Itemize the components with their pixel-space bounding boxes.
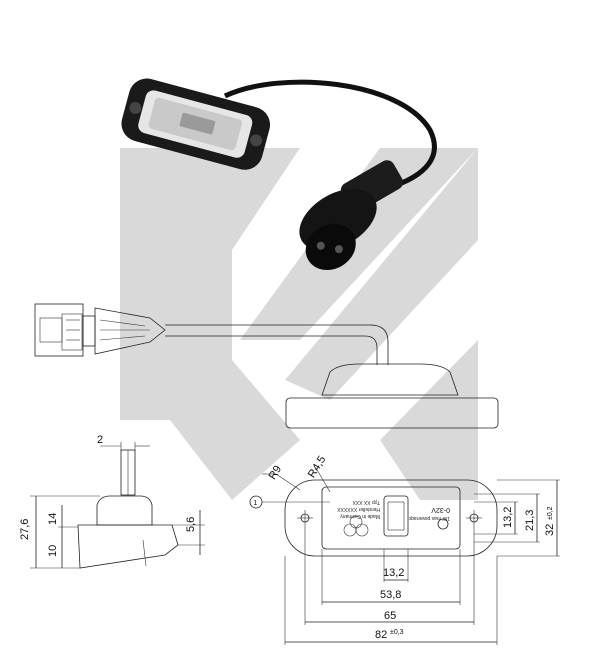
- connector-pin-1: [316, 241, 325, 250]
- r9-leader: [275, 473, 301, 491]
- dim-27-6-label: 27,6: [19, 519, 31, 540]
- lamp-housing: [121, 78, 271, 170]
- dim-10-label: 10: [47, 545, 59, 557]
- side-connector-latch: [39, 317, 63, 343]
- front-label-plate: [321, 486, 461, 550]
- front-socket: [383, 495, 409, 537]
- lamp-connector: [299, 160, 403, 270]
- front-ce-mark: [437, 518, 449, 530]
- watermark-left-bar: [120, 148, 232, 420]
- dim-14-label: 14: [47, 513, 59, 525]
- watermark-lower-wedge: [170, 360, 300, 500]
- front-view: Made in Germany Hersteller XXXXXX Typ XX…: [249, 454, 560, 645]
- side-cable-boot: [94, 307, 166, 355]
- label-line-5: 1W max poweraqc: [408, 515, 450, 521]
- front-label-text: Made in Germany Hersteller XXXXXX Typ XX…: [337, 499, 380, 519]
- dim-5-6-label: 5,6: [185, 517, 197, 532]
- dim-13-2-v-label: 13,2: [502, 507, 514, 528]
- side-connector-collar: [82, 315, 96, 347]
- connector-pin-2: [334, 245, 343, 254]
- side-cable-bottom: [165, 335, 378, 365]
- label-line-2: Hersteller XXXXXX: [337, 506, 380, 512]
- watermark-diagonal-upper: [240, 148, 478, 340]
- side-cable-top: [165, 324, 389, 365]
- r45-label: R4,5: [306, 454, 328, 480]
- dim-13-2-h-label: 13,2: [383, 567, 404, 579]
- connector-face: [305, 223, 356, 270]
- left-side-view: 2 27,6 14 10 5,6: [19, 434, 205, 569]
- label-line-1: Made in Germany: [340, 513, 380, 519]
- label-line-3: Typ XX XXX: [352, 499, 380, 505]
- watermark-diagonal-band: [285, 148, 478, 400]
- callout-1-number: 1: [254, 500, 258, 507]
- lamp-screw-right: [250, 134, 263, 147]
- dim-53-8-label: 53,8: [380, 589, 401, 601]
- lamp-screw-left: [129, 101, 142, 114]
- watermark-lower-right: [380, 340, 478, 500]
- front-outer-body: [284, 479, 498, 557]
- lamp-bulb: [179, 112, 216, 135]
- front-symbol-1: [343, 523, 357, 537]
- dim-65-label: 65: [384, 610, 396, 622]
- watermark-upper-wedge: [232, 148, 300, 250]
- side-boot-wire: [99, 335, 146, 341]
- side-housing-base: [77, 524, 179, 569]
- dim-2-label: 2: [97, 434, 103, 446]
- product-photo: [121, 78, 437, 270]
- side-boot-wire: [99, 319, 146, 327]
- dim-82-tolerance: ±0,3: [390, 629, 404, 636]
- side-housing-upper: [96, 495, 153, 526]
- front-symbol-2: [355, 523, 369, 537]
- side-lamp-housing: [321, 363, 459, 396]
- front-symbol-3: [349, 515, 363, 529]
- label-line-4: 0-32V: [431, 506, 450, 513]
- side-lamp-base: [285, 397, 499, 429]
- dim-32-tolerance: ±0,2: [547, 506, 554, 520]
- front-socket-inner: [387, 501, 405, 531]
- front-label-text-right: 1W max poweraqc 0-32V: [408, 506, 450, 521]
- watermark-logo: [120, 148, 478, 500]
- dim-82-label: 82: [375, 629, 387, 641]
- r45-leader: [315, 467, 331, 493]
- dim-32-label: 32: [544, 524, 556, 536]
- lamp-cable: [223, 79, 437, 193]
- side-base-line: [142, 539, 147, 567]
- side-connector-socket: [61, 313, 83, 351]
- dim-21-3-label: 21,3: [524, 510, 536, 531]
- side-view-assembly: [34, 303, 499, 429]
